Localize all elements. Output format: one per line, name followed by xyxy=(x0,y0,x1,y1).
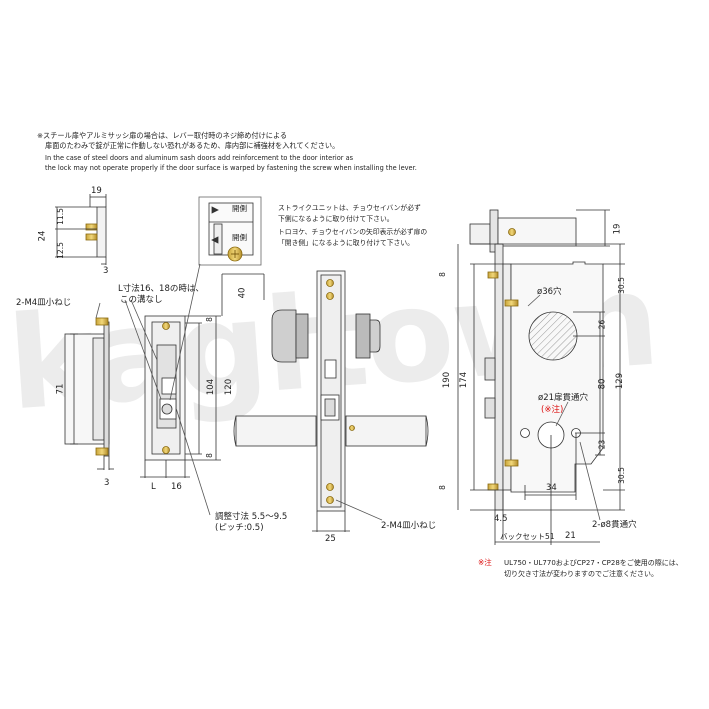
dim-40-lines xyxy=(221,273,265,316)
hole-21-label: ø21扉貫通穴 xyxy=(538,393,589,403)
dim-23: 23 xyxy=(597,439,607,450)
strike-plate-view xyxy=(124,263,221,516)
footnote-line1: UL750・UL770およびCP27・CP28をご使用の際には、 xyxy=(504,559,683,567)
dim-190: 190 xyxy=(442,371,453,389)
lever-handle-view xyxy=(233,309,429,447)
note-jp-line1: ※スチール扉やアルミサッシ扉の場合は、レバー取付時のネジ締め付けによる xyxy=(37,131,288,140)
dim-129: 129 xyxy=(615,372,626,390)
dim-34: 34 xyxy=(546,483,557,493)
hole-36-label: ø36穴 xyxy=(537,287,562,297)
latch-top-view xyxy=(469,209,610,253)
dim-104: 104 xyxy=(206,378,217,396)
dim-30-5-top: 30.5 xyxy=(616,277,626,294)
dim-16: 16 xyxy=(171,482,182,492)
dim-40: 40 xyxy=(237,287,248,299)
dim-26: 26 xyxy=(597,319,607,330)
center-screw-label: 2-M4皿小ねじ xyxy=(381,521,437,531)
dim-4-5: 4.5 xyxy=(494,514,508,524)
dim-12-5: 12.5 xyxy=(55,242,65,259)
dim-8-strike-top: 8 xyxy=(204,317,214,322)
left-strike-side-view xyxy=(64,302,114,470)
dim-8-strike-bottom: 8 xyxy=(204,453,214,458)
dim-30-5-bottom: 30.5 xyxy=(616,467,626,484)
note-en-line1: In the case of steel doors and aluminum … xyxy=(45,154,354,162)
dim-71: 71 xyxy=(55,383,66,395)
front-plate-view xyxy=(312,270,383,532)
dim-174: 174 xyxy=(459,371,470,389)
dim-21: 21 xyxy=(565,531,576,541)
dim-top-width: 19 xyxy=(91,186,102,196)
strike-note-line1: ストライクユニットは、チョウセイバンが必ず xyxy=(278,204,421,212)
dim-L: L xyxy=(151,482,156,492)
adjust-dimension: 調整寸法 5.5～9.5 xyxy=(215,512,288,522)
adjust-pitch: (ピッチ:0.5) xyxy=(215,523,264,533)
inset-label-bottom: 開側 xyxy=(232,233,247,242)
strike-note-line2: 下側になるように取り付けて下さい。 xyxy=(278,215,394,223)
note-en-line2: the lock may not operate properly if the… xyxy=(45,164,417,172)
dim-24: 24 xyxy=(37,230,48,242)
dim-3-bottom: 3 xyxy=(104,478,110,488)
lock-case-view xyxy=(457,243,625,545)
left-screw-label: 2-M4皿小ねじ xyxy=(16,298,72,308)
dim-80: 80 xyxy=(597,378,608,390)
inset-detail xyxy=(198,196,262,266)
dim-8-case-bottom: 8 xyxy=(437,485,447,490)
inset-label-top: 開側 xyxy=(232,204,247,213)
hole-8-label: 2-ø8貫通穴 xyxy=(592,520,637,530)
footnote-mark: ※注 xyxy=(478,558,492,567)
note-jp-line2: 扉面のたわみで錠が正常に作動しない恐れがあるため、扉内部に補強材を入れてください… xyxy=(45,141,340,150)
dim-8-case-top: 8 xyxy=(437,272,447,277)
dim-19-right: 19 xyxy=(612,223,623,235)
dim-11-5: 11.5 xyxy=(55,208,65,225)
dim-25: 25 xyxy=(325,534,336,544)
footnote-line2: 切り欠き寸法が変わりますのでご注意ください。 xyxy=(504,570,658,578)
left-top-view xyxy=(55,194,107,265)
dim-3-top: 3 xyxy=(103,266,109,276)
see-note-label: (※注) xyxy=(541,405,564,415)
strike-note-line3: トロヨケ、チョウセイバンの矢印表示が必ず扉の xyxy=(278,228,428,236)
strike-groove-note-1: L寸法16、18の時は、 xyxy=(118,284,204,294)
strike-note-line4: 「開き側」になるように取り付けて下さい。 xyxy=(278,239,414,247)
strike-groove-note-2: この溝なし xyxy=(120,295,163,305)
backset-label: バックセット51 xyxy=(500,532,555,541)
dim-120: 120 xyxy=(224,378,235,396)
